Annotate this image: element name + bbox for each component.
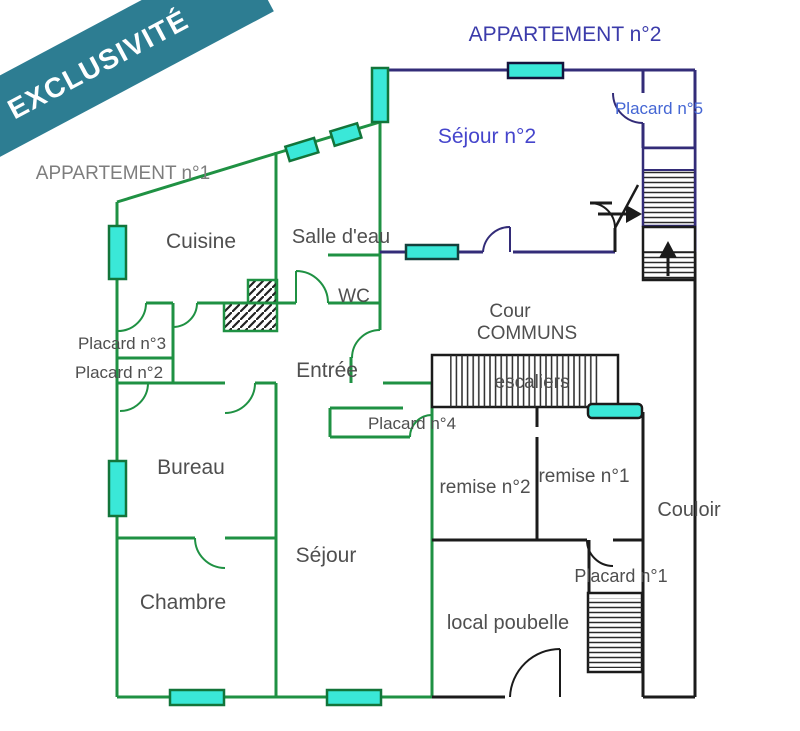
room-label-remise2: remise n°2: [439, 477, 530, 498]
door-arc: [119, 382, 149, 412]
apartment2-label: APPARTEMENT n°2: [469, 23, 662, 46]
room-label-escaliers: escaliers: [495, 372, 570, 393]
door-arc: [409, 414, 433, 438]
window: [168, 688, 226, 707]
room-label-couloir: Couloir: [657, 499, 721, 521]
room-label-remise1: remise n°1: [538, 466, 629, 487]
window: [328, 121, 363, 148]
room-label-wc: WC: [338, 286, 370, 307]
window: [404, 243, 460, 261]
apartment1-walls: [115, 120, 434, 699]
door-arc: [224, 382, 256, 414]
door-arc: [509, 647, 561, 698]
right-arrow-icon: [598, 205, 642, 223]
door-arc: [194, 537, 226, 569]
window: [506, 61, 565, 80]
room-label-cour: Cour: [489, 301, 531, 322]
apartment2-door-arcs: [482, 92, 644, 253]
room-label-local-poubelle: local poubelle: [447, 612, 569, 634]
exclusivity-banner: EXCLUSIVITÉ: [0, 0, 274, 181]
up-arrow-icon: [659, 241, 677, 276]
door-arc: [295, 270, 329, 304]
entry-door: [589, 184, 642, 229]
room-label-placard5: Placard n°5: [615, 99, 703, 118]
staircase-upper-right: [641, 146, 697, 228]
banner-ribbon: [0, 0, 274, 181]
room-label-placard3: Placard n°3: [78, 334, 166, 353]
door-arc: [117, 302, 147, 332]
windows: [107, 61, 644, 707]
apartment1-door-arcs: [117, 270, 433, 569]
door-arc: [586, 539, 614, 567]
room-label-sejour: Séjour: [296, 544, 357, 567]
room-label-sejour2: Séjour n°2: [438, 125, 536, 148]
staircase-bottom-right: [586, 591, 644, 674]
room-label-communs: COMMUNS: [477, 323, 577, 344]
door-arc: [351, 329, 381, 359]
room-label-salle-eau: Salle d'eau: [292, 226, 390, 248]
room-label-chambre: Chambre: [140, 591, 226, 614]
common-walls: [432, 228, 697, 699]
room-labels: APPARTEMENT n°1 APPARTEMENT n°2 Séjour n…: [36, 23, 721, 634]
door-arc: [482, 225, 511, 253]
staircase-entry-block: [641, 225, 697, 282]
window: [107, 459, 128, 518]
door-arc: [172, 302, 198, 328]
chimney-hatch: [222, 278, 279, 333]
window: [586, 402, 644, 420]
room-label-bureau: Bureau: [157, 456, 225, 479]
window: [325, 688, 383, 707]
window: [107, 224, 128, 281]
apartment1-label: APPARTEMENT n°1: [36, 163, 210, 184]
door-arc: [612, 92, 644, 124]
room-label-cuisine: Cuisine: [166, 230, 236, 253]
room-label-placard4: Placard n°4: [368, 414, 456, 433]
window: [283, 136, 320, 163]
room-label-placard1: Placard n°1: [574, 566, 667, 586]
room-label-placard2: Placard n°2: [75, 363, 163, 382]
staircase-escaliers: [430, 353, 620, 409]
common-door-arcs: [509, 539, 614, 698]
window: [370, 66, 390, 124]
room-label-entree: Entrée: [296, 359, 358, 382]
